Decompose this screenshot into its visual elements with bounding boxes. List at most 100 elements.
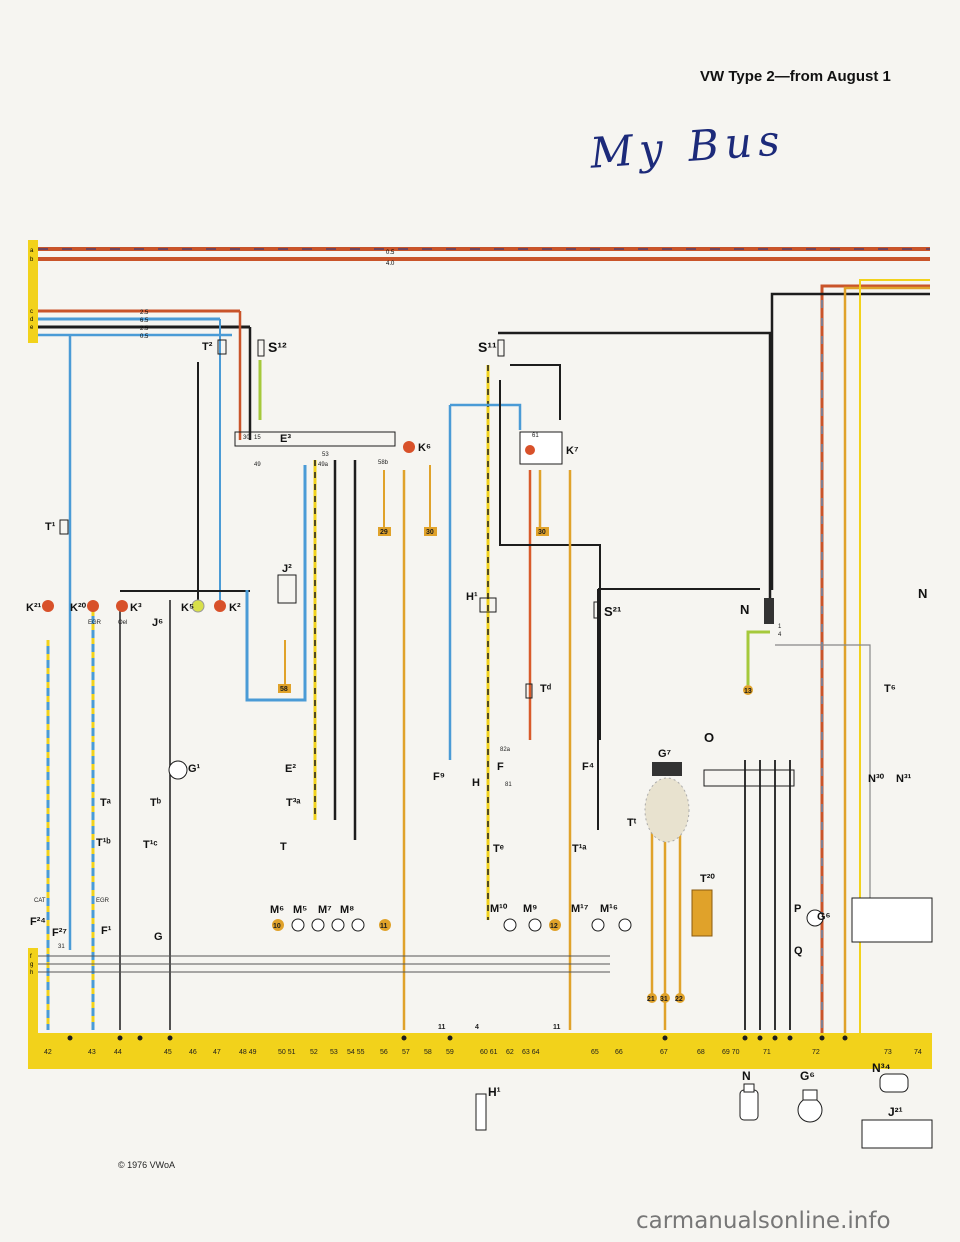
ref-30-a: 30 xyxy=(426,529,434,536)
track-junction-dots xyxy=(67,1035,848,1041)
track-42: 42 xyxy=(44,1049,52,1056)
track-52: 52 xyxy=(310,1049,318,1056)
sender-g7-top xyxy=(652,762,682,776)
wire-coil-green xyxy=(746,630,770,685)
wire-black-3 xyxy=(510,364,561,420)
track-43: 43 xyxy=(88,1049,96,1056)
connector-t20 xyxy=(691,889,713,937)
track-45: 45 xyxy=(164,1049,172,1056)
wire-blue-loop xyxy=(245,465,307,702)
track-72: 72 xyxy=(812,1049,820,1056)
fuse-s21 xyxy=(593,601,601,619)
term-49a: 49a xyxy=(318,462,329,468)
term-4: 4 xyxy=(778,632,782,638)
label-k21: K²¹ xyxy=(26,602,42,614)
track-62: 62 xyxy=(506,1049,514,1056)
term-30: 30 xyxy=(243,435,250,441)
track-66: 66 xyxy=(615,1049,623,1056)
term-53: 53 xyxy=(322,452,329,458)
track-54-55: 54 55 xyxy=(347,1049,365,1056)
label-m7: M⁷ xyxy=(318,904,332,916)
label-s21: S²¹ xyxy=(604,604,621,619)
label-s11: S¹¹ xyxy=(478,339,497,355)
track-67: 67 xyxy=(660,1049,668,1056)
pictogram-g6 xyxy=(797,1097,823,1123)
bus-label-c: c xyxy=(30,309,33,315)
current-track-numbers-bar xyxy=(28,1043,932,1069)
connector-t1 xyxy=(59,519,69,535)
label-o: O xyxy=(704,730,714,745)
bus-label-d: d xyxy=(30,317,33,323)
track-63-64: 63 64 xyxy=(522,1049,540,1056)
label-m5: M⁵ xyxy=(293,904,307,916)
label-t1c: T¹ᶜ xyxy=(143,839,158,851)
track-69-70: 69 70 xyxy=(722,1049,740,1056)
bus-label-e: e xyxy=(30,325,34,331)
ref-11-c: 11 xyxy=(553,1024,561,1031)
pictogram-n34 xyxy=(879,1073,909,1093)
track-44: 44 xyxy=(114,1049,122,1056)
label-t1b: T¹ᵇ xyxy=(96,837,111,849)
wire-coil-grey xyxy=(775,644,871,900)
pict-label-h1: H¹ xyxy=(488,1085,501,1099)
label-m16: M¹⁶ xyxy=(600,903,618,915)
bus-label-a: a xyxy=(30,248,34,254)
label-k7: K⁷ xyxy=(566,445,579,457)
label-t2: T² xyxy=(202,341,213,353)
label-tb: Tᵇ xyxy=(150,797,162,809)
label-s12: S¹² xyxy=(268,339,287,355)
label-g1: G¹ xyxy=(188,763,201,775)
track-53: 53 xyxy=(330,1049,338,1056)
label-f: F xyxy=(497,761,504,773)
label-te: Tᵉ xyxy=(493,843,504,855)
label-e2: E² xyxy=(285,763,296,775)
ref-21: 21 xyxy=(647,996,655,1003)
label-t: T xyxy=(280,841,287,853)
wire-size-w4: 0.5 xyxy=(140,334,149,340)
wire-size-top2: 4.0 xyxy=(386,261,395,267)
bus-label-f: f xyxy=(30,954,32,960)
label-h1: H¹ xyxy=(466,591,478,603)
ref-29: 29 xyxy=(380,529,388,536)
connector-t2 xyxy=(217,339,227,355)
track-47: 47 xyxy=(213,1049,221,1056)
fuse-s11 xyxy=(497,339,505,357)
label-n31: N³¹ xyxy=(896,773,912,785)
pictogram-j21 xyxy=(861,1119,933,1149)
connector-td xyxy=(525,683,533,699)
wire-size-top1: 0.5 xyxy=(386,250,395,256)
pictogram-labels: N G⁶ N³⁴ J²¹ H¹ xyxy=(488,1061,903,1119)
track-71: 71 xyxy=(763,1049,771,1056)
track-46: 46 xyxy=(189,1049,197,1056)
fuse-s12 xyxy=(257,339,265,357)
switch-o xyxy=(703,769,795,787)
pict-label-n34: N³⁴ xyxy=(872,1061,891,1075)
ref-12: 12 xyxy=(550,923,558,930)
bus-label-b: b xyxy=(30,257,34,263)
ref-58: 58 xyxy=(280,686,288,693)
track-60-61: 60 61 xyxy=(480,1049,498,1056)
current-track-bar xyxy=(28,1033,932,1043)
warning-lamps xyxy=(42,441,824,1003)
wire-size-w2: 6.5 xyxy=(140,318,149,324)
sender-g7 xyxy=(644,777,690,843)
label-k2: K² xyxy=(229,602,241,614)
connector-ref-labels: 29 30 30 58 13 10 11 12 21 31 22 11 4 11 xyxy=(273,529,752,1031)
switch-e3 xyxy=(234,431,396,447)
term-1: 1 xyxy=(778,624,782,630)
ref-22: 22 xyxy=(675,996,683,1003)
track-58: 58 xyxy=(424,1049,432,1056)
label-g6: G⁶ xyxy=(817,911,831,923)
label-n30: N³⁰ xyxy=(868,773,885,785)
label-q: Q xyxy=(794,945,803,957)
wire-s11-black xyxy=(498,331,772,600)
track-56: 56 xyxy=(380,1049,388,1056)
term-61: 61 xyxy=(532,433,539,439)
label-m9: M⁹ xyxy=(523,903,537,915)
bus-label-g: g xyxy=(30,962,33,968)
ref-4: 4 xyxy=(475,1024,479,1031)
label-m8: M⁸ xyxy=(340,904,354,916)
term-82a: 82a xyxy=(500,747,511,753)
page-title: VW Type 2—from August 1 xyxy=(700,68,891,85)
component-labels: K²¹ K²⁰ K³ K⁵ K² K⁶ K⁷ T¹ T² S¹² S¹¹ S²¹… xyxy=(26,339,927,957)
